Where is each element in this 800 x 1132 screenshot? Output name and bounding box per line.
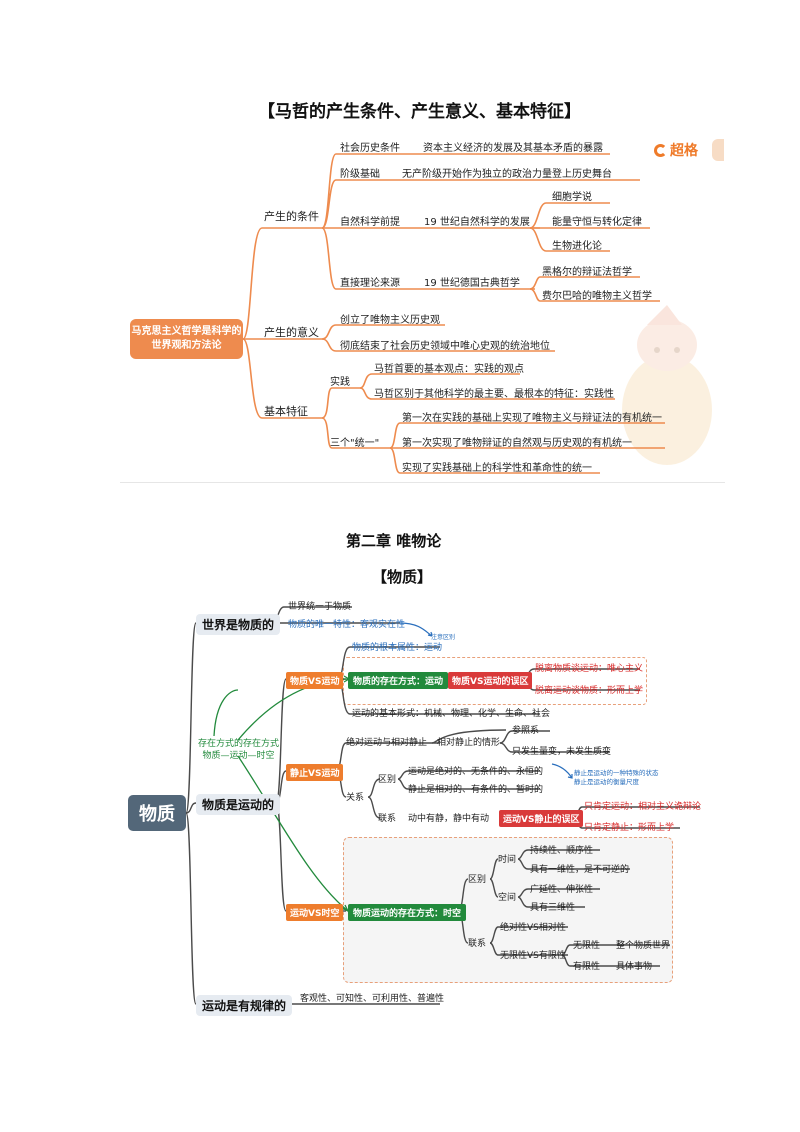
cond-label: 阶级基础 bbox=[340, 169, 380, 180]
logo-bar bbox=[712, 139, 724, 161]
chapter-title: 第二章 唯物论 bbox=[346, 532, 442, 550]
sm-error-tag: 运动VS静止的误区 bbox=[499, 810, 584, 827]
mv-error-item: 脱离物质谈运动：唯心主义 bbox=[535, 664, 644, 674]
branch-motion-has-laws: 运动是有规律的 bbox=[196, 995, 293, 1016]
mt-inf-item: 有限性具体事物 bbox=[573, 962, 653, 972]
mascot-watermark bbox=[622, 305, 712, 465]
mv-mode: 物质的存在方式：运动 bbox=[348, 672, 449, 689]
sm-link-text: 动中有静，静中有动 bbox=[408, 814, 490, 824]
mt-inf-item: 无限性整个物质世界 bbox=[573, 941, 671, 951]
side-note-line1: 存在方式的存在方式 bbox=[198, 739, 280, 749]
significance-item: 创立了唯物主义历史观 bbox=[340, 315, 440, 326]
mt-diff: 区别 bbox=[468, 875, 487, 885]
branch-matter-in-motion: 物质是运动的 bbox=[196, 794, 281, 815]
unity-item: 第一次实现了唯物辩证的自然观与历史观的有机统一 bbox=[402, 438, 632, 449]
cond-label: 社会历史条件 bbox=[340, 143, 400, 154]
tag-matter-vs-motion: 物质VS运动 bbox=[286, 672, 344, 689]
sm-error-item: 只肯定静止：形而上学 bbox=[584, 823, 675, 833]
practice-item: 马哲区别于其他科学的最主要、最根本的特征：实践性 bbox=[374, 389, 614, 400]
sm-rel-item: 参照系 bbox=[512, 726, 540, 736]
cond-sub: 能量守恒与转化定律 bbox=[552, 217, 642, 228]
sm-link: 联系 bbox=[378, 814, 397, 824]
mt-inf: 无限性VS有限性 bbox=[500, 951, 566, 961]
section-divider bbox=[120, 482, 725, 483]
sm-rel: 相对静止的情形 bbox=[437, 738, 501, 748]
mt-space-item: 具有三维性 bbox=[530, 903, 576, 913]
logo-g-icon bbox=[654, 143, 667, 157]
mt-link: 联系 bbox=[468, 939, 487, 949]
root-matter: 物质 bbox=[128, 795, 186, 831]
sm-error-item: 只肯定运动：相对主义诡辩论 bbox=[584, 802, 702, 812]
cond-text: 无产阶级开始作为独立的政治力量登上历史舞台 bbox=[402, 169, 612, 180]
cond-text: 19 世纪德国古典哲学 bbox=[424, 278, 520, 289]
mv-error-tag: 物质VS运动的误区 bbox=[448, 672, 533, 689]
mt-space-item: 广延性、伸张性 bbox=[530, 885, 594, 895]
side-note: 存在方式的存在方式 物质—运动—时空 bbox=[198, 738, 279, 762]
practice-item: 马哲首要的基本观点：实践的观点 bbox=[374, 364, 524, 375]
mv-error-item: 脱离运动谈物质：形而上学 bbox=[535, 686, 644, 696]
mt-abs-rel: 绝对性VS相对性 bbox=[500, 923, 566, 933]
tag-rest-vs-motion: 静止VS运动 bbox=[286, 764, 344, 781]
sm-abs: 绝对运动与相对静止 bbox=[346, 738, 428, 748]
cond-label: 直接理论来源 bbox=[340, 278, 400, 289]
blue-note-line: 静止是运动的衡量尺度 bbox=[574, 778, 639, 786]
root-marxist-philosophy: 马克思主义哲学是科学的世界观和方法论 bbox=[130, 319, 243, 359]
branch-world-is-material: 世界是物质的 bbox=[196, 614, 281, 635]
b1-item: 物质的唯一特性：客观实在性 bbox=[288, 620, 406, 630]
unity-item: 实现了实践基础上的科学性和革命性的统一 bbox=[402, 463, 592, 474]
mt-time-item: 具有一维性，是不可逆的 bbox=[530, 865, 630, 875]
cond-sub: 黑格尔的辩证法哲学 bbox=[542, 267, 632, 278]
b1-item: 世界统一于物质 bbox=[288, 602, 352, 612]
unity-item: 第一次在实践的基础上实现了唯物主义与辩证法的有机统一 bbox=[402, 413, 662, 424]
significance-item: 彻底结束了社会历史领域中唯心史观的统治地位 bbox=[340, 341, 550, 352]
mv-dashed-box bbox=[343, 657, 647, 705]
mt-time: 时间 bbox=[498, 855, 517, 865]
section2-title: 【物质】 bbox=[372, 568, 433, 586]
practice-label: 实践 bbox=[330, 377, 350, 388]
sm-diff: 区别 bbox=[378, 775, 397, 785]
sm-relation: 关系 bbox=[346, 793, 365, 803]
b1-attr: 物质的根本属性：运动 bbox=[352, 643, 443, 653]
cond-sub: 生物进化论 bbox=[552, 241, 602, 252]
chaoge-logo: 超格 bbox=[654, 140, 698, 160]
note-distinguish: 注意区别 bbox=[431, 634, 456, 641]
blue-note: 静止是运动的一种特殊的状态 静止是运动的衡量尺度 bbox=[574, 769, 659, 787]
cond-label: 自然科学前提 bbox=[340, 217, 400, 228]
mt-mode: 物质运动的存在方式：时空 bbox=[348, 904, 467, 921]
cond-text: 资本主义经济的发展及其基本矛盾的暴露 bbox=[423, 143, 603, 154]
unity-label: 三个"统一" bbox=[330, 438, 380, 449]
section1-title: 【马哲的产生条件、产生意义、基本特征】 bbox=[258, 102, 581, 122]
tag-motion-vs-spacetime: 运动VS时空 bbox=[286, 904, 344, 921]
sm-diff-item: 静止是相对的、有条件的、暂时的 bbox=[408, 785, 544, 795]
sm-rel-item: 只发生量变，未发生质变 bbox=[512, 747, 612, 757]
mt-space: 空间 bbox=[498, 893, 517, 903]
cond-text: 19 世纪自然科学的发展 bbox=[424, 217, 530, 228]
branch-conditions: 产生的条件 bbox=[264, 210, 319, 223]
side-note-line2: 物质—运动—时空 bbox=[202, 751, 275, 761]
cond-sub: 细胞学说 bbox=[552, 192, 592, 203]
blue-note-line: 静止是运动的一种特殊的状态 bbox=[574, 769, 659, 777]
b3-text: 客观性、可知性、可利用性、普遍性 bbox=[300, 994, 445, 1004]
mt-time-item: 持续性、顺序性 bbox=[530, 846, 594, 856]
mv-forms: 运动的基本形式：机械、物理、化学、生命、社会 bbox=[352, 709, 551, 719]
cond-sub: 费尔巴哈的唯物主义哲学 bbox=[542, 291, 652, 302]
sm-diff-item: 运动是绝对的、无条件的、永恒的 bbox=[408, 767, 544, 777]
branch-significance: 产生的意义 bbox=[264, 326, 319, 339]
branch-features: 基本特征 bbox=[264, 405, 308, 418]
